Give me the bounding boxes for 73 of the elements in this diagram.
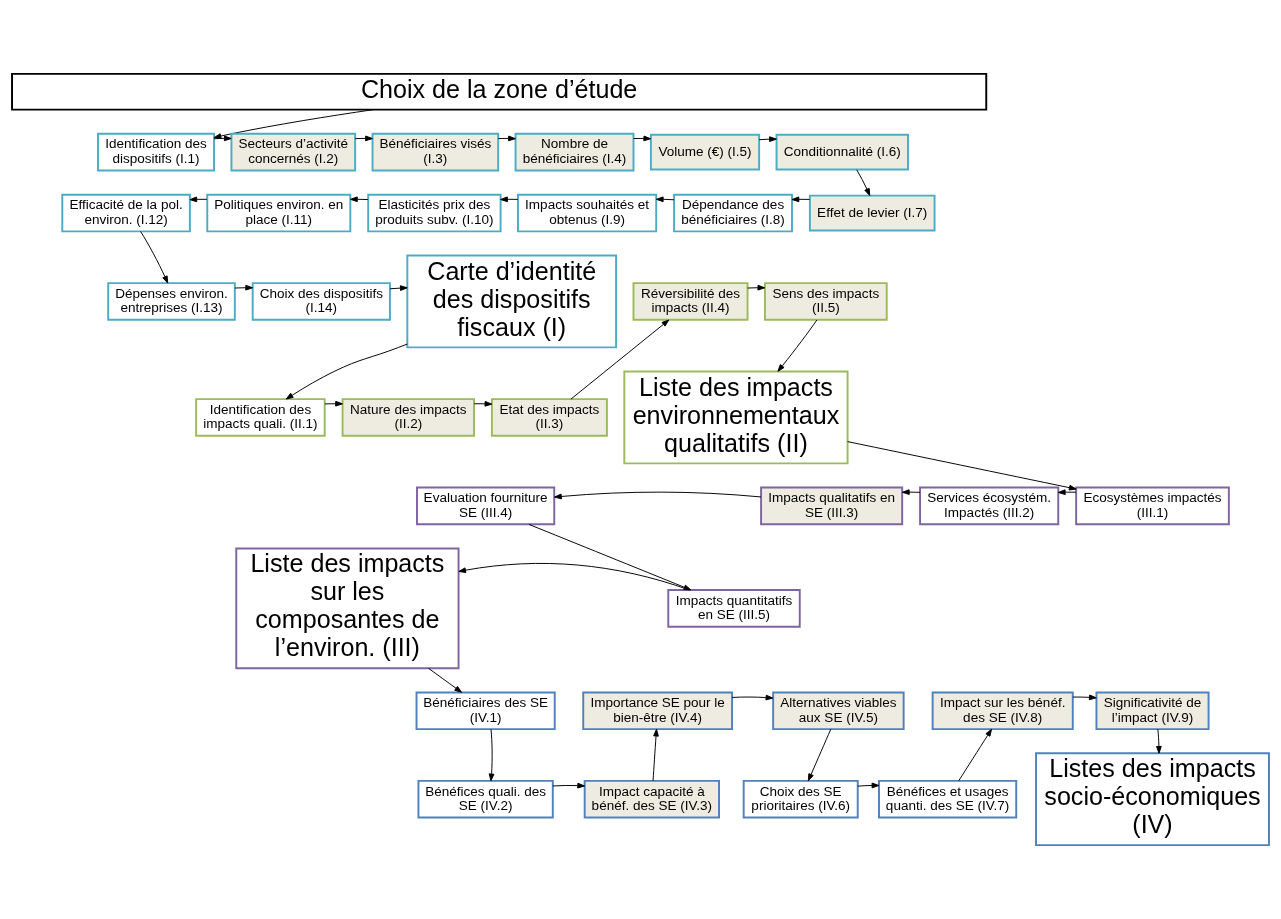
arrow (189, 196, 208, 203)
node-box: Bénéficiaires visés (I.3) (371, 132, 500, 172)
arrow (324, 400, 343, 407)
arrow (652, 728, 659, 782)
arrow (791, 196, 811, 203)
arrow (901, 489, 921, 495)
node-box: Dépenses environ. entreprises (I.13) (107, 282, 236, 321)
arrow (428, 667, 463, 693)
arrow (758, 136, 777, 142)
arrow (958, 728, 993, 782)
arrow (655, 196, 675, 203)
node-box: Services écosystém. Impactés (III.2) (919, 486, 1060, 526)
node-box: Liste des impacts sur les composantes de l’environ. (III) (235, 547, 460, 670)
node-box: Impacts quantitatifs en SE (III.5) (667, 589, 801, 628)
arrow (633, 135, 652, 142)
node-box: Elasticités prix des produits subv. (I.10) (367, 193, 502, 233)
node-box: Impacts qualitatifs en SE (III.3) (760, 486, 904, 526)
node-box: Bénéficiaires des SE (IV.1) (415, 691, 556, 731)
node-box: Importance SE pour le bien-être (IV.4) (582, 691, 734, 731)
arrow (234, 284, 253, 291)
arrow (1072, 694, 1097, 701)
node-box: Choix des dispositifs (I.14) (251, 282, 391, 321)
arrow (856, 169, 871, 196)
node-box: Nombre de bénéficiaires (I.4) (514, 132, 635, 172)
arrow (552, 782, 586, 789)
arrow (140, 231, 169, 284)
node-box: Significativité de l’impact (IV.9) (1095, 691, 1210, 731)
arrow (488, 728, 495, 782)
arrow (389, 285, 408, 291)
node-box: Choix des SE prioritaires (IV.6) (742, 779, 859, 819)
arrow (847, 441, 1077, 491)
arrow (213, 109, 374, 139)
node-box: Liste des impacts environnementaux qualitatifs (II) (623, 370, 849, 465)
arrow (1057, 489, 1077, 496)
node-box: Ecosystèmes impactés (III.1) (1075, 486, 1230, 526)
node-box: Politiques environ. en place (I.11) (206, 193, 352, 233)
arrow (213, 135, 232, 142)
arrow (857, 782, 880, 789)
arrow (807, 728, 832, 782)
arrow (473, 400, 493, 407)
node-box: Volume (€) (I.5) (649, 133, 761, 171)
node-box: Impact capacité à bénéf. des SE (IV.3) (583, 779, 720, 819)
arrow (354, 135, 373, 142)
arrow (350, 196, 369, 203)
node-box: Carte d’identité des dispositifs fiscaux (I) (406, 254, 618, 349)
arrow (497, 135, 516, 142)
node-box: Efficacité de la pol. environ. (I.12) (61, 193, 191, 233)
arrow (285, 343, 408, 400)
arrow (500, 196, 519, 203)
node-box: Identification des dispositifs (I.1) (97, 132, 215, 172)
node-box: Bénéfices quali. des SE (IV.2) (417, 779, 554, 819)
arrow (777, 319, 818, 372)
node-box: Sens des impacts (II.5) (763, 282, 888, 321)
node-box: Dépendance des bénéficiaires (I.8) (673, 193, 793, 233)
arrow (731, 694, 774, 701)
node-box: Effet de levier (I.7) (808, 194, 936, 232)
node-box: Choix de la zone d’étude (11, 72, 988, 111)
node-box: Conditionnalité (I.6) (775, 133, 909, 171)
node-box: Impact sur les bénéf. des SE (IV.8) (931, 691, 1074, 731)
node-box: Evaluation fourniture SE (III.4) (416, 486, 556, 526)
node-box: Secteurs d’activité concernés (I.2) (230, 132, 357, 172)
arrow (570, 319, 670, 400)
arrow (747, 284, 766, 291)
node-box: Nature des impacts (II.2) (341, 398, 475, 437)
node-box: Bénéfices et usages quanti. des SE (IV.7) (878, 779, 1018, 819)
node-box: Listes des impacts socio-économiques (IV) (1035, 752, 1270, 847)
node-box: Impacts souhaités et obtenus (I.9) (517, 193, 658, 233)
arrow (1156, 728, 1162, 754)
node-box: Alternatives viables aux SE (IV.5) (772, 691, 905, 731)
node-box: Identification des impacts quali. (II.1) (195, 398, 326, 437)
node-box: Etat des impacts (II.3) (490, 398, 608, 437)
arrow (554, 491, 762, 500)
node-box: Réversibilité des impacts (II.4) (632, 282, 749, 321)
